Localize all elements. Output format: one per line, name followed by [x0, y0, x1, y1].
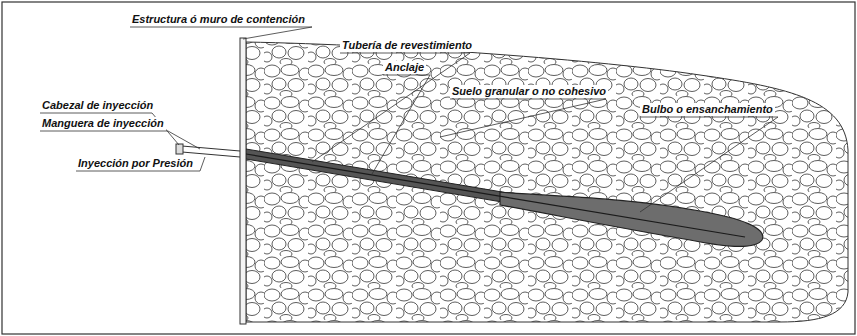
part-label: Anclaje [383, 61, 426, 74]
part-label: Inyección por Presión [76, 157, 195, 170]
leader-lines [40, 27, 778, 212]
part-label: Estructura ó muro de contención [130, 13, 307, 26]
grout-bulb [500, 192, 763, 247]
granular-soil [246, 42, 848, 322]
injection-head [176, 144, 183, 154]
part-label: Tubería de revestimiento [340, 39, 474, 52]
anchor-tendon [246, 154, 745, 237]
part-label: Cabezal de inyección [40, 99, 155, 112]
part-label: Bulbo o ensanchamiento [640, 103, 775, 116]
injection-hose [182, 146, 240, 157]
retaining-wall [240, 38, 246, 324]
part-label: Manguera de inyección [40, 117, 166, 130]
part-label: Suelo granular o no cohesivo [450, 85, 608, 98]
